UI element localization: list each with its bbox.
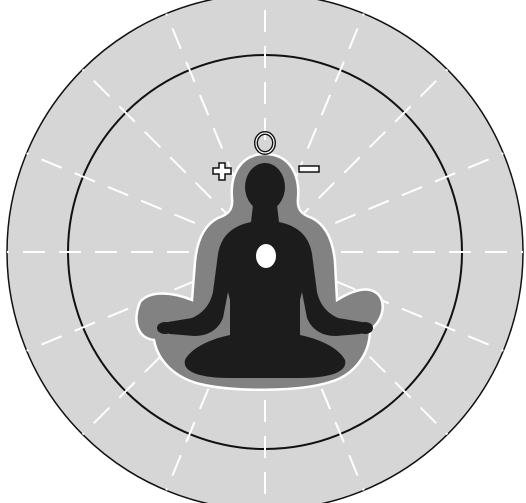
left-hand — [157, 322, 173, 334]
heart-center-dot — [256, 244, 276, 268]
right-hand — [357, 322, 373, 334]
figure-head — [245, 163, 285, 211]
minus-symbol — [299, 166, 319, 172]
